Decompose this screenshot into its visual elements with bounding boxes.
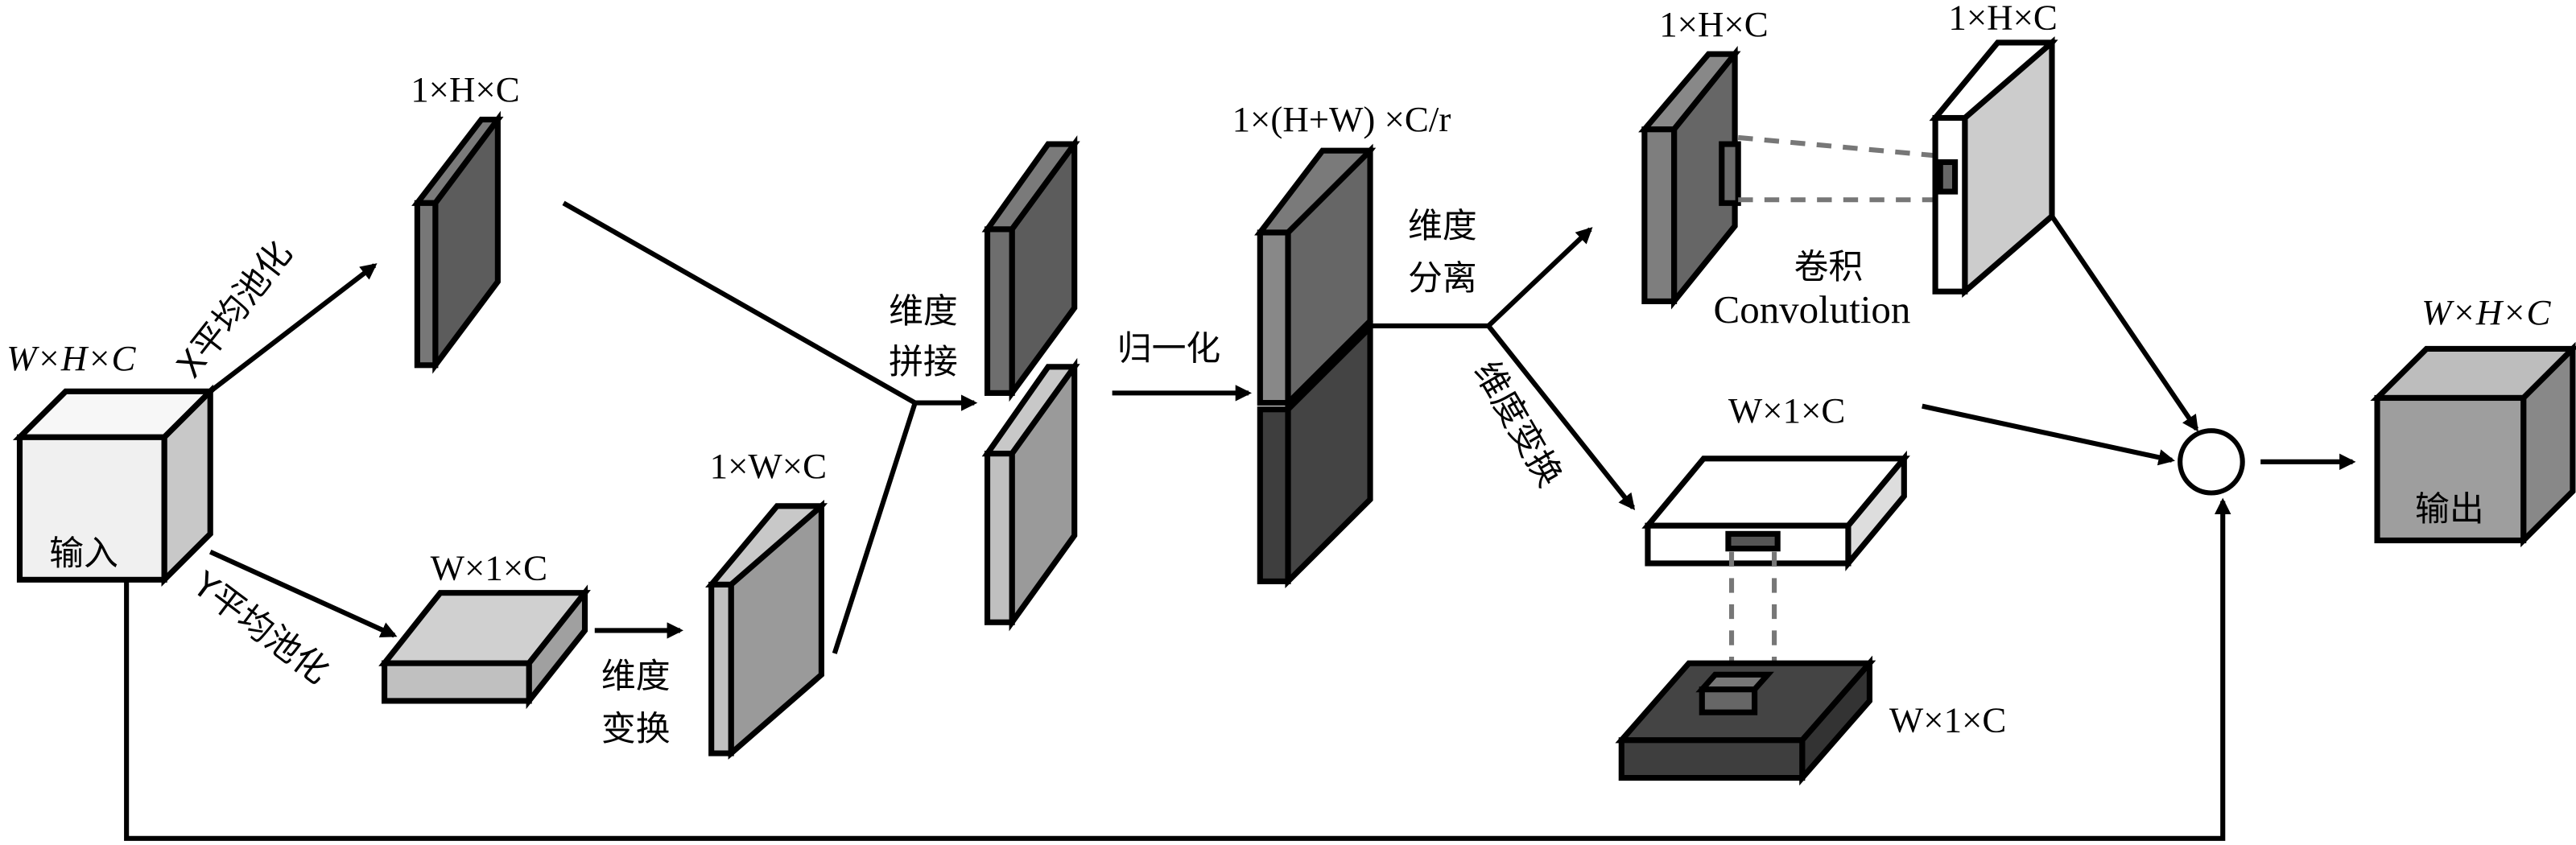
transposed-dims: 1×W×C (710, 446, 827, 486)
conv-dash-top (1737, 134, 1936, 159)
output-cube-front (2374, 394, 2527, 544)
kernel-box (1725, 530, 1781, 552)
slab-edge (708, 581, 734, 756)
transform2-label: 维度变换 (1466, 354, 1570, 493)
kernel-box (1719, 141, 1741, 206)
split-arrow-up (1486, 227, 1593, 328)
input-cube-front (16, 434, 167, 583)
transposed-slab (705, 499, 828, 760)
kernel-box (1937, 159, 1959, 195)
normalized-slab (1254, 143, 1377, 588)
output-dims-label: W×H×C (2421, 292, 2551, 332)
conv-input-dims: 1×H×C (1659, 4, 1768, 44)
w-branch-bottom-dims: W×1×C (1889, 700, 2006, 740)
box-front (381, 660, 532, 704)
conv-input-slab (1638, 46, 1741, 310)
input-dims-label: W×H×C (6, 338, 136, 378)
transform1-label-line2: 变换 (601, 709, 671, 749)
combine-node (2178, 428, 2245, 496)
y-pool-arrow (208, 549, 398, 638)
slab-edge (1641, 126, 1678, 304)
conv-output-dims: 1×H×C (1948, 0, 2057, 38)
x-pool-output-dims: 1×H×C (411, 69, 519, 109)
split-label-line2: 分离 (1408, 258, 1477, 299)
conv-label-en: Convolution (1714, 287, 1911, 332)
x-branch-line (562, 200, 917, 406)
box-front (1618, 737, 1806, 781)
x-pool-output-slab (411, 110, 504, 374)
slab-edge (414, 200, 439, 369)
h-to-combine-arrow (2050, 214, 2199, 432)
concat-slab-bottom (981, 357, 1080, 632)
concat-label-line2: 拼接 (889, 342, 958, 382)
normalize-label: 归一化 (1117, 329, 1221, 369)
y-pool-output-dims: W×1×C (431, 547, 547, 587)
w-branch-top-dims: W×1×C (1728, 390, 1845, 431)
output-cube (2370, 341, 2576, 548)
split-arrow-down (1486, 324, 1636, 511)
x-pool-arrow (208, 263, 378, 394)
slab-edge (984, 451, 1015, 625)
w-to-combine-arrow (1922, 403, 2175, 466)
w-branch-line (832, 402, 918, 654)
input-cube (12, 384, 217, 587)
slab-edge (1932, 114, 1968, 295)
x-pool-label: X平均池化 (169, 233, 300, 385)
input-label: 输入 (49, 534, 118, 574)
w-branch-bottom-box (1615, 655, 1876, 786)
output-label: 输出 (2415, 489, 2484, 530)
w-branch-top-box (1641, 450, 1910, 571)
y-pool-label: Y平均池化 (184, 564, 336, 692)
slab-edge-upper (1257, 229, 1291, 406)
conv-label-cn: 卷积 (1794, 247, 1864, 287)
conv-output-slab (1929, 36, 2058, 299)
transform1-label-line1: 维度 (601, 657, 671, 697)
concat-label-line1: 维度 (889, 291, 958, 332)
normalized-dims: 1×(H+W) ×C/r (1232, 99, 1451, 139)
slab-edge-lower (1257, 406, 1291, 584)
kernel-box (1699, 686, 1758, 715)
y-pool-output-box (378, 584, 591, 710)
split-label-line1: 维度 (1408, 206, 1477, 246)
slab-edge (984, 226, 1015, 396)
skip-connection (124, 497, 2231, 841)
concat-slab-top (981, 135, 1080, 402)
